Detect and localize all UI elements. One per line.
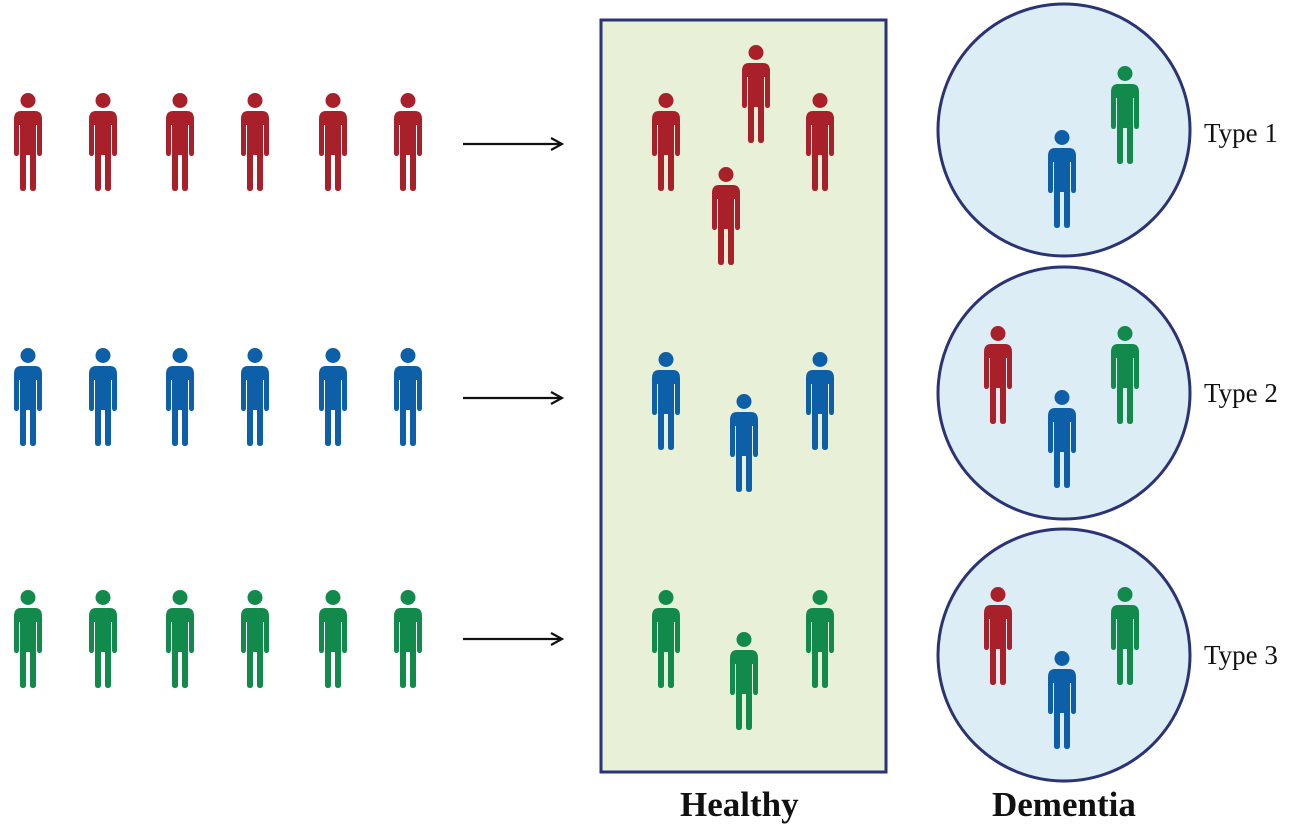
person-icon-blue-3 xyxy=(166,348,194,446)
person-icon-red-6 xyxy=(394,93,422,191)
healthy-person-icon-red-3 xyxy=(806,93,834,191)
healthy-person-icon-red-4 xyxy=(712,167,740,265)
type-2-label: Type 2 xyxy=(1204,378,1278,408)
dementia-type-3-person-icon-green xyxy=(1111,587,1139,685)
healthy-person-icon-red-1 xyxy=(652,93,680,191)
person-icon-green-2 xyxy=(89,590,117,688)
dementia-type-2-person-icon-red xyxy=(984,326,1012,424)
person-icon-red-4 xyxy=(241,93,269,191)
person-icon-blue-2 xyxy=(89,348,117,446)
healthy-label: Healthy xyxy=(680,785,799,824)
person-icon-red-1 xyxy=(14,93,42,191)
healthy-person-icon-blue-3 xyxy=(730,394,758,492)
person-icon-green-5 xyxy=(319,590,347,688)
person-icon-green-1 xyxy=(14,590,42,688)
person-icon-red-2 xyxy=(89,93,117,191)
healthy-person-icon-green-2 xyxy=(806,590,834,688)
people-layer xyxy=(14,45,1139,749)
dementia-type-1-person-icon-blue xyxy=(1048,130,1076,228)
person-icon-blue-1 xyxy=(14,348,42,446)
person-icon-blue-4 xyxy=(241,348,269,446)
person-icon-red-5 xyxy=(319,93,347,191)
dementia-label: Dementia xyxy=(992,785,1136,824)
type-1-label: Type 1 xyxy=(1204,118,1278,148)
healthy-person-icon-blue-1 xyxy=(652,352,680,450)
healthy-person-icon-blue-2 xyxy=(806,352,834,450)
person-icon-red-3 xyxy=(166,93,194,191)
healthy-person-icon-red-2 xyxy=(742,45,770,143)
healthy-person-icon-green-3 xyxy=(730,632,758,730)
dementia-type-3-person-icon-blue xyxy=(1048,651,1076,749)
person-icon-green-4 xyxy=(241,590,269,688)
dementia-type-3-person-icon-red xyxy=(984,587,1012,685)
type-3-label: Type 3 xyxy=(1204,640,1278,670)
dementia-type-2-person-icon-blue xyxy=(1048,390,1076,488)
person-icon-blue-5 xyxy=(319,348,347,446)
dementia-type-2-person-icon-green xyxy=(1111,326,1139,424)
person-icon-green-6 xyxy=(394,590,422,688)
person-icon-green-3 xyxy=(166,590,194,688)
person-icon-blue-6 xyxy=(394,348,422,446)
dementia-type-1-person-icon-green xyxy=(1111,66,1139,164)
healthy-person-icon-green-1 xyxy=(652,590,680,688)
